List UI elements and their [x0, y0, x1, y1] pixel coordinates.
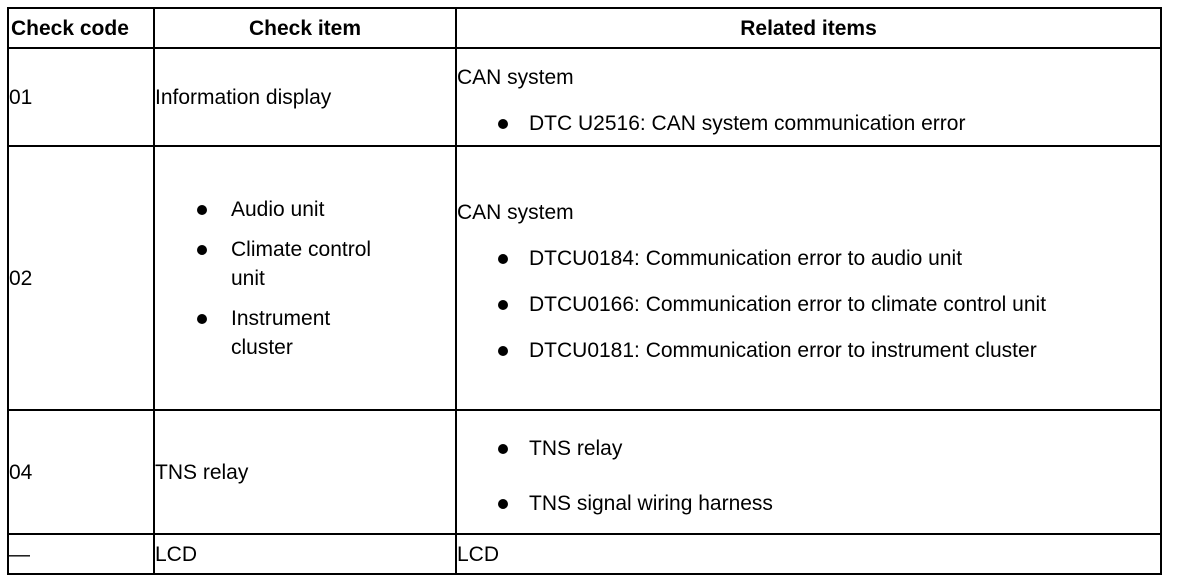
related-bullet-list: TNS relay TNS signal wiring harness — [457, 434, 1160, 518]
table-row: 02 Audio unit Climate control unit Instr… — [7, 145, 1162, 411]
item-bullet: Climate control unit — [155, 235, 381, 293]
check-code-cell: 01 — [7, 47, 155, 147]
related-bullet: TNS relay — [457, 434, 1160, 463]
check-item-cell: Information display — [153, 47, 457, 147]
check-item-cell: Audio unit Climate control unit Instrume… — [153, 145, 457, 411]
header-check-code: Check code — [7, 7, 155, 49]
item-bullet: Audio unit — [155, 195, 455, 224]
related-bullet: DTCU0181: Communication error to instrum… — [457, 336, 1049, 365]
related-heading: CAN system — [457, 65, 574, 89]
related-items-cell: CAN system DTCU0184: Communication error… — [455, 145, 1162, 411]
check-code-cell: 04 — [7, 409, 155, 535]
related-bullet-list: DTC U2516: CAN system communication erro… — [457, 109, 1160, 138]
related-items-cell: TNS relay TNS signal wiring harness — [455, 409, 1162, 535]
table-row: 01 Information display CAN system DTC U2… — [7, 47, 1162, 147]
table-row: 04 TNS relay TNS relay TNS signal wiring… — [7, 409, 1162, 535]
check-code-table: Check code Check item Related items 01 I… — [7, 7, 1162, 575]
related-bullet: TNS signal wiring harness — [457, 489, 1160, 518]
related-bullet: DTCU0184: Communication error to audio u… — [457, 244, 1160, 273]
item-bullet-list: Audio unit Climate control unit Instrume… — [155, 195, 455, 362]
check-item-cell: TNS relay — [153, 409, 457, 535]
header-row: Check code Check item Related items — [7, 7, 1162, 49]
related-bullet-list: DTCU0184: Communication error to audio u… — [457, 244, 1160, 365]
check-item-cell: LCD — [153, 533, 457, 575]
related-bullet: DTC U2516: CAN system communication erro… — [457, 109, 1160, 138]
table-row: — LCD LCD — [7, 533, 1162, 575]
related-heading: CAN system — [457, 200, 574, 224]
check-code-cell: — — [7, 533, 155, 575]
related-bullet: DTCU0166: Communication error to climate… — [457, 290, 1109, 319]
header-check-item: Check item — [153, 7, 457, 49]
related-items-cell: CAN system DTC U2516: CAN system communi… — [455, 47, 1162, 147]
item-bullet: Instrument cluster — [155, 304, 351, 362]
header-related-items: Related items — [455, 7, 1162, 49]
check-code-cell: 02 — [7, 145, 155, 411]
related-items-cell: LCD — [455, 533, 1162, 575]
